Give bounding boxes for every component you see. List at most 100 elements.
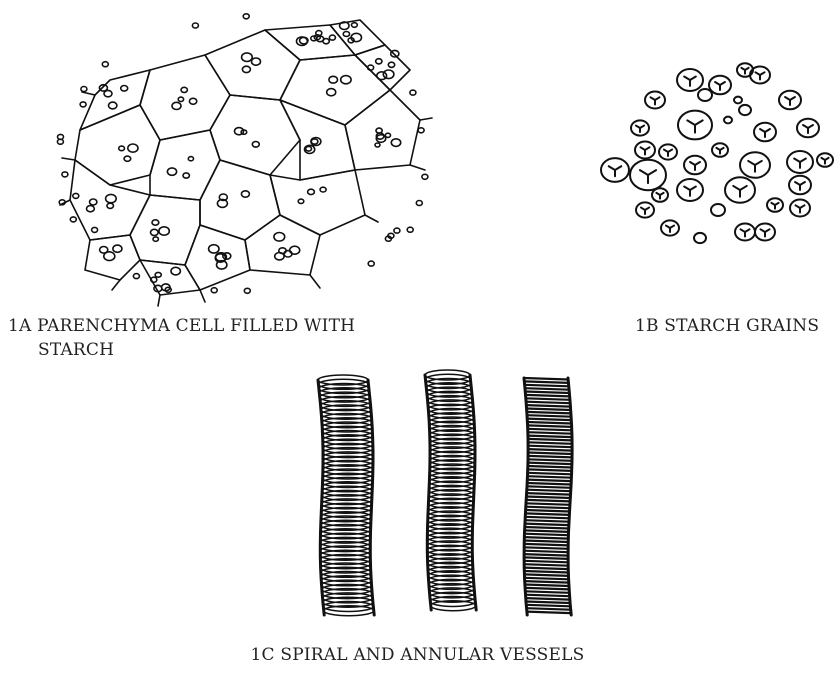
starch-grain-loose [368, 261, 374, 266]
vessel-3-annular-ring [526, 497, 570, 499]
starch-grain-in-cell [119, 146, 125, 151]
starch-grain-in-cell [155, 272, 161, 277]
starch-grain-hilum [741, 229, 750, 236]
starch-grain-outline [739, 105, 751, 115]
starch-grain-hilum [741, 68, 748, 74]
caption-1a-continued: STARCH [38, 340, 114, 360]
vessel-3-annular-ring [527, 409, 571, 411]
starch-grain-loose [70, 217, 76, 222]
cell-wall-fragment [200, 290, 205, 302]
vessel-3-annular-ring [525, 513, 569, 515]
vessel-3-annular-ring [526, 598, 570, 600]
starch-grain-loose [211, 288, 217, 293]
cell-wall-fragment [158, 295, 160, 306]
starch-grain-outline [724, 117, 732, 124]
parenchyma-cell-outline [140, 260, 200, 295]
parenchyma-cell-outline [75, 105, 160, 185]
starch-grain-hilum [760, 129, 770, 137]
parenchyma-cell-outline [80, 70, 150, 130]
parenchyma-cell-outline [355, 45, 410, 90]
vessel-3-annular-ring [526, 595, 570, 597]
vessel-3-annular-ring [524, 378, 568, 380]
vessel-3-annular-ring [525, 392, 569, 394]
vessel-3-annular-ring [528, 473, 572, 475]
vessel-3-annular-ring [524, 568, 568, 570]
panel-1a-parenchyma-drawing [57, 14, 432, 306]
vessel-3-annular-ring [525, 578, 569, 580]
vessel-3-annular-ring [525, 520, 569, 522]
vessel-3-annular-ring [527, 415, 571, 417]
vessel-3-annular-ring [526, 507, 570, 509]
starch-grain-in-cell [106, 194, 117, 202]
parenchyma-cell-outline [265, 25, 355, 60]
starch-grain-loose [316, 31, 322, 36]
starch-grain-loose [329, 35, 335, 40]
starch-grain-hilum [690, 162, 700, 170]
starch-grain-in-cell [189, 98, 196, 104]
vessel-3-annular-ring [527, 608, 571, 610]
cell-wall-fragment [365, 215, 378, 222]
starch-grain-hilum [715, 82, 725, 90]
vessel-3-annular-ring [528, 453, 572, 455]
caption-1c: 1C SPIRAL AND ANNULAR VESSELS [0, 645, 835, 665]
vessel-3-annular-ring [527, 412, 571, 414]
parenchyma-cell-outline [200, 160, 280, 240]
panel-1b-starch-grains-drawing [601, 63, 833, 243]
starch-grain-outline [698, 89, 712, 101]
starch-grain-in-cell [100, 247, 108, 254]
starch-grain-in-cell [274, 233, 285, 242]
starch-grain-hilum [609, 166, 622, 176]
vessel-3-annular-ring [528, 436, 572, 438]
vessel-3-annular-ring [526, 402, 570, 404]
vessel-3-annular-ring [528, 459, 572, 461]
starch-grain-loose [92, 227, 98, 232]
starch-grain-in-cell [152, 220, 159, 225]
starch-grain-in-cell [159, 227, 169, 235]
vessel-3-annular-ring [525, 581, 569, 583]
starch-grain-loose [422, 174, 428, 179]
starch-grain-loose [407, 227, 413, 232]
vessel-3-annular-ring [525, 534, 569, 536]
vessel-3-annular-ring [528, 469, 572, 471]
vessel-3-annular-ring [526, 605, 570, 607]
starch-grain-hilum [771, 203, 778, 209]
vessel-3-annular-ring [528, 446, 572, 448]
starch-grain-hilum [733, 186, 747, 197]
starch-grain-hilum [656, 193, 663, 199]
starch-grain-hilum [756, 72, 765, 79]
starch-grain-hilum [794, 158, 806, 167]
starch-grain-in-cell [188, 157, 193, 161]
starch-grain-in-cell [241, 191, 249, 197]
vessel-3-annular-ring [524, 544, 568, 546]
cell-wall-fragment [420, 118, 432, 120]
starch-grain-hilum [796, 205, 805, 212]
starch-grain-hilum [684, 186, 696, 195]
vessel-3-annular-ring [528, 439, 572, 441]
vessel-3-annular-ring [527, 480, 571, 482]
starch-grain-in-cell [252, 142, 259, 148]
vessel-3-annular-ring [525, 517, 569, 519]
starch-grain-in-cell [343, 32, 349, 37]
vessel-3-annular-ring [528, 476, 572, 478]
starch-grain-in-cell [308, 189, 315, 194]
vessel-3-annular-ring [526, 405, 570, 407]
starch-grain-hilum [687, 120, 702, 132]
starch-grain-hilum [641, 208, 649, 214]
starch-grain-in-cell [298, 199, 304, 203]
starch-grain-in-cell [104, 90, 112, 96]
starch-grain-hilum [684, 76, 696, 85]
starch-grain-loose [102, 62, 108, 67]
vessel-3-annular-ring [525, 524, 569, 526]
starch-grain-hilum [666, 226, 674, 232]
starch-grain-loose [243, 14, 249, 19]
vessel-3-annular-ring [526, 602, 570, 604]
parenchyma-cell-outline [245, 215, 320, 275]
vessel-3-annular-ring [528, 449, 572, 451]
vessel-3-annular-ring [524, 557, 568, 559]
starch-grain-in-cell [352, 23, 358, 28]
starch-grain-in-cell [252, 58, 261, 65]
panel-1c-vessels-drawing [318, 370, 572, 616]
vessel-3-annular-ring [524, 547, 568, 549]
vessel-3-annular-ring [525, 530, 569, 532]
starch-grain-in-cell [329, 76, 338, 83]
